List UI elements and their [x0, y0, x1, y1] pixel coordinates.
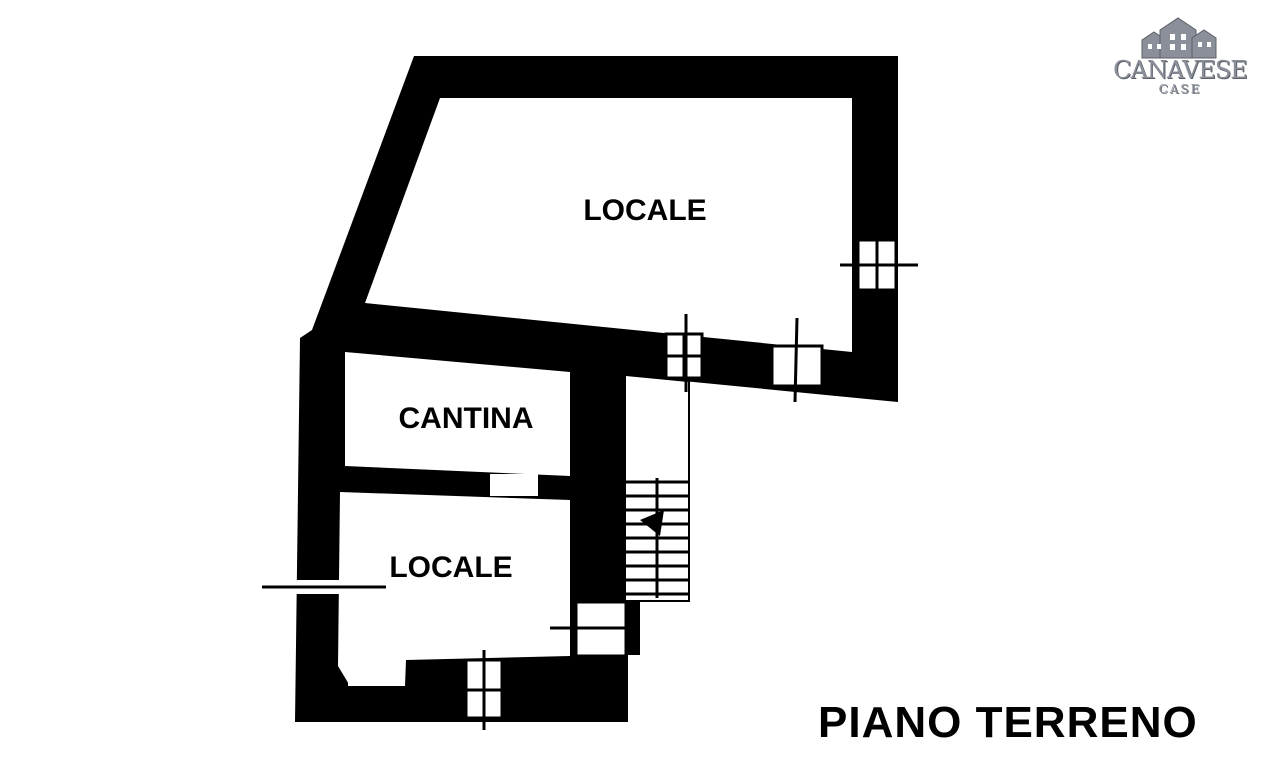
logo-brand-text: CANAVESE — [1113, 56, 1248, 84]
floor-title: PIANO TERRENO — [818, 698, 1198, 747]
window-top-mid-2 — [770, 317, 824, 403]
room-cantina — [345, 352, 570, 476]
house-logo-icon — [1141, 17, 1217, 59]
room-interiors — [338, 98, 852, 686]
stair-arrow-icon — [640, 510, 664, 536]
windows — [464, 238, 918, 730]
door-lower-locale-bottom-notch — [348, 668, 404, 686]
logo-sub-text: CASE — [1158, 82, 1202, 96]
window-lower-right — [550, 600, 640, 658]
room-label-locale-lower: LOCALE — [389, 551, 512, 584]
door-openings — [348, 474, 538, 686]
room-label-locale-upper: LOCALE — [583, 194, 706, 227]
brand-logo: CANAVESE CASE — [1100, 14, 1260, 104]
room-locale-upper — [365, 98, 852, 352]
window-top-mid-1 — [664, 314, 704, 392]
room-label-cantina: CANTINA — [399, 402, 534, 435]
entry — [262, 580, 386, 594]
window-right — [840, 238, 918, 292]
room-locale-lower — [338, 492, 570, 686]
staircase — [626, 478, 688, 598]
window-bottom — [464, 650, 504, 730]
door-cantina-locale — [490, 474, 538, 496]
